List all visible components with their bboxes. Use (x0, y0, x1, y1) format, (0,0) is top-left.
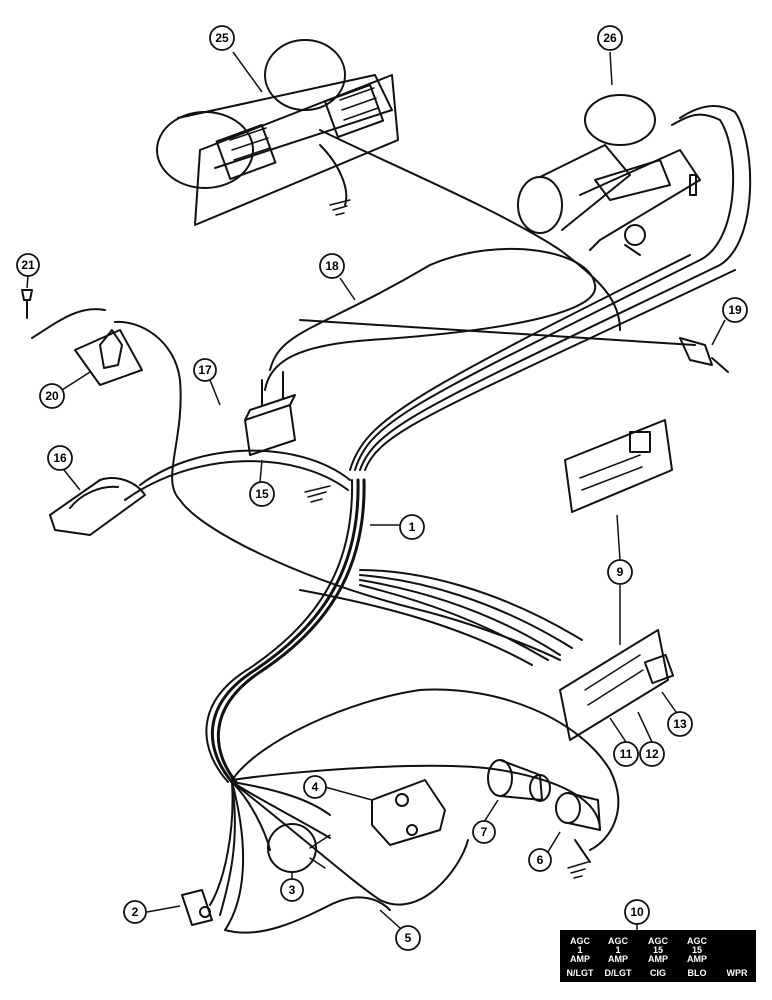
svg-text:AMP: AMP (608, 954, 628, 964)
svg-text:AGC: AGC (570, 936, 591, 946)
sensor-19 (679, 337, 729, 373)
svg-text:WPR: WPR (727, 968, 748, 978)
svg-text:5: 5 (405, 931, 412, 945)
switch-4 (371, 779, 446, 846)
callout-25: 25 (209, 25, 235, 51)
callout-17: 17 (193, 358, 217, 382)
svg-text:1: 1 (577, 945, 582, 955)
svg-text:25: 25 (215, 31, 229, 45)
svg-text:11: 11 (620, 747, 633, 761)
callout-4: 4 (303, 775, 327, 799)
callout-16: 16 (47, 445, 73, 471)
callout-26: 26 (597, 25, 623, 51)
callout-6: 6 (528, 848, 552, 872)
fuse-col-1: AGC 1 AMP N/LGT (567, 936, 594, 978)
svg-text:15: 15 (653, 945, 663, 955)
fuse-panel-9-lower (559, 629, 675, 741)
svg-text:15: 15 (255, 487, 269, 501)
callout-7: 7 (472, 820, 496, 844)
svg-text:BLO: BLO (688, 968, 707, 978)
lighter-7 (487, 759, 551, 802)
svg-text:7: 7 (481, 825, 488, 839)
callout-18: 18 (319, 253, 345, 279)
svg-text:17: 17 (198, 363, 212, 377)
svg-text:16: 16 (53, 451, 67, 465)
svg-text:20: 20 (45, 389, 59, 403)
callout-1: 1 (399, 514, 425, 540)
callout-2: 2 (123, 900, 147, 924)
dome-light-16 (49, 477, 146, 536)
callout-21: 21 (16, 253, 40, 277)
screw-21 (21, 289, 33, 319)
callout-19: 19 (722, 297, 748, 323)
svg-text:15: 15 (692, 945, 702, 955)
svg-text:13: 13 (673, 717, 687, 731)
fuse-col-3: AGC 15 AMP CIG (648, 936, 669, 978)
switch-20 (31, 308, 143, 386)
fuse-col-5: WPR (727, 968, 748, 978)
svg-text:AMP: AMP (687, 954, 707, 964)
svg-text:AGC: AGC (687, 936, 708, 946)
ground-symbols (304, 199, 589, 879)
socket-6 (555, 792, 601, 863)
callout-15: 15 (249, 481, 275, 507)
svg-text:D/LGT: D/LGT (605, 968, 632, 978)
svg-text:3: 3 (289, 883, 296, 897)
svg-text:4: 4 (312, 780, 319, 794)
svg-text:21: 21 (21, 258, 35, 272)
svg-text:26: 26 (603, 31, 617, 45)
rotary-switch-3 (267, 823, 331, 873)
callout-5: 5 (395, 925, 421, 951)
relay-15 (244, 371, 296, 456)
callout-10: 10 (624, 899, 650, 925)
svg-text:6: 6 (537, 853, 544, 867)
svg-text:2: 2 (132, 905, 139, 919)
callout-20: 20 (39, 383, 65, 409)
svg-text:19: 19 (728, 303, 742, 317)
svg-text:1: 1 (615, 945, 620, 955)
svg-text:AMP: AMP (570, 954, 590, 964)
switch-2 (181, 889, 213, 926)
svg-text:18: 18 (325, 259, 339, 273)
svg-text:CIG: CIG (650, 968, 666, 978)
svg-text:9: 9 (617, 565, 624, 579)
callout-11: 11 (613, 741, 639, 767)
blower-motor-assembly (156, 39, 399, 226)
svg-text:AGC: AGC (608, 936, 629, 946)
wiper-motor-assembly (517, 94, 701, 256)
switch-panel-9-upper (564, 419, 673, 513)
svg-text:10: 10 (630, 905, 644, 919)
svg-text:N/LGT: N/LGT (567, 968, 594, 978)
wire-harness (114, 104, 752, 934)
svg-text:1: 1 (409, 520, 416, 534)
callout-3: 3 (280, 878, 304, 902)
svg-text:AGC: AGC (648, 936, 669, 946)
callout-13: 13 (667, 711, 693, 737)
fuse-col-2: AGC 1 AMP D/LGT (605, 936, 632, 978)
callout-9: 9 (607, 559, 633, 585)
callout-12: 12 (639, 741, 665, 767)
fuse-legend: AGC 1 AMP N/LGT AGC 1 AMP D/LGT AGC 15 A… (560, 930, 756, 982)
leader-lines (26, 51, 726, 929)
svg-text:12: 12 (645, 747, 659, 761)
fuse-col-4: AGC 15 AMP BLO (687, 936, 708, 978)
svg-text:AMP: AMP (648, 954, 668, 964)
callouts: 25 26 21 18 19 17 20 16 15 1 9 13 12 11 … (16, 25, 748, 951)
